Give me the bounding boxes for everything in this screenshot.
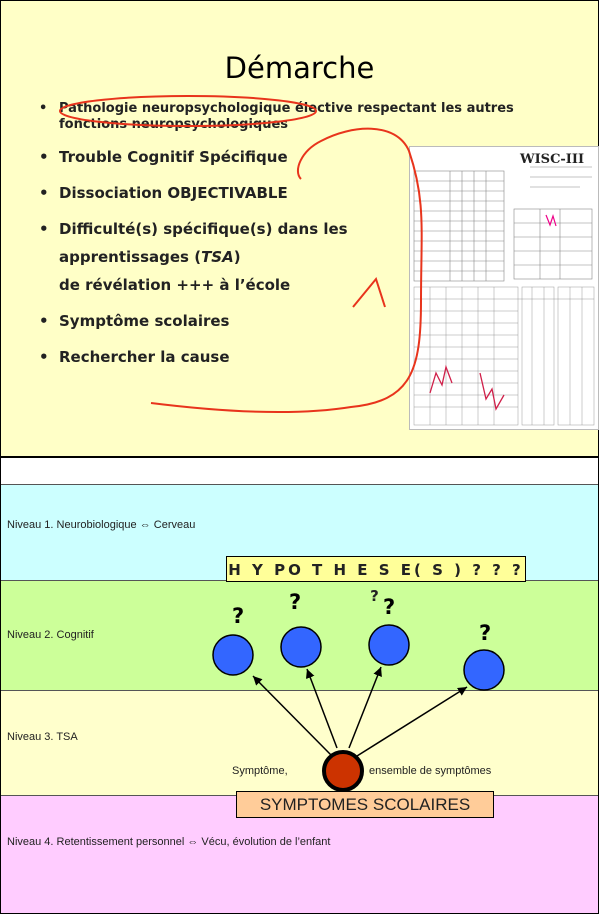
red-connector-curve bbox=[150, 127, 423, 413]
cognitive-node-2 bbox=[280, 626, 322, 668]
bullet-difficultes-line1: Difficulté(s) spécifique(s) dans les bbox=[59, 220, 348, 238]
label-niveau-3: Niveau 3. TSA bbox=[7, 731, 78, 743]
band-niveau-3: Niveau 3. TSA bbox=[1, 690, 598, 795]
symptom-node bbox=[322, 750, 364, 792]
label-niveau-1: Niveau 1. Neurobiologique ⇔ Cerveau bbox=[7, 519, 196, 531]
bullet-tsa-term: TSA bbox=[201, 248, 234, 266]
bullet-difficultes-line2-post: ) bbox=[233, 248, 241, 266]
question-mark-3: ? bbox=[383, 595, 396, 619]
arrow-to-node-3 bbox=[348, 666, 382, 749]
bullet-pathologie-line2: fonctions neuropsychologiques bbox=[59, 117, 289, 132]
label-niveau-2: Niveau 2. Cognitif bbox=[7, 629, 94, 641]
symptom-label-left: Symptôme, bbox=[232, 765, 288, 777]
bullet-symptome: Symptôme scolaires bbox=[39, 307, 559, 335]
red-circle-annotation bbox=[59, 95, 317, 127]
question-mark-4: ? bbox=[479, 621, 492, 645]
slide-title: Démarche bbox=[224, 51, 375, 85]
bullet-difficultes-line3: de révélation +++ à l’école bbox=[59, 276, 291, 294]
cognitive-node-1 bbox=[212, 634, 254, 676]
slide-niveaux: Niveau 1. Neurobiologique ⇔ Cerveau Nive… bbox=[0, 457, 599, 914]
bullet-difficultes: Difficulté(s) spécifique(s) dans les app… bbox=[39, 215, 559, 299]
cognitive-diagram bbox=[212, 624, 505, 792]
red-annotation-overlay bbox=[59, 95, 423, 413]
cognitive-node-4 bbox=[463, 649, 505, 691]
bullet-list: Pathologie neuropsychologique élective r… bbox=[39, 101, 559, 379]
arrow-to-node-1 bbox=[252, 675, 332, 756]
question-mark-1: ? bbox=[232, 604, 245, 628]
symptomes-scolaires-box: SYMPTOMES SCOLAIRES bbox=[236, 791, 494, 818]
arrow-to-node-2 bbox=[305, 668, 338, 749]
wisc-scan-image: WISC-III bbox=[409, 146, 599, 430]
question-mark-2: ? bbox=[289, 590, 302, 614]
bullet-pathologie-line1: Pathologie neuropsychologique élective r… bbox=[59, 101, 514, 116]
wisc-header: WISC-III bbox=[519, 152, 584, 167]
red-arrow-head bbox=[352, 276, 386, 308]
bullet-trouble: Trouble Cognitif Spécifique bbox=[39, 143, 559, 171]
wisc-scan-drawing: WISC-III bbox=[413, 152, 595, 426]
label-niveau-4: Niveau 4. Retentissement personnel ⇔ Véc… bbox=[7, 836, 331, 848]
bullet-pathologie: Pathologie neuropsychologique élective r… bbox=[39, 101, 559, 133]
bullet-rechercher: Rechercher la cause bbox=[39, 343, 559, 371]
cognitive-node-3 bbox=[368, 624, 410, 666]
bullet-difficultes-line2-pre: apprentissages ( bbox=[59, 248, 202, 266]
bullet-dissociation: Dissociation OBJECTIVABLE bbox=[39, 179, 559, 207]
slide-demarche: Démarche Pathologie neuropsychologique é… bbox=[0, 0, 599, 457]
arrow-to-node-4 bbox=[356, 686, 468, 757]
symptom-label-right: ensemble de symptômes bbox=[369, 765, 492, 777]
hypotheses-box: H Y PO T H E S E( S ) ? ? ? ? bbox=[226, 556, 526, 605]
